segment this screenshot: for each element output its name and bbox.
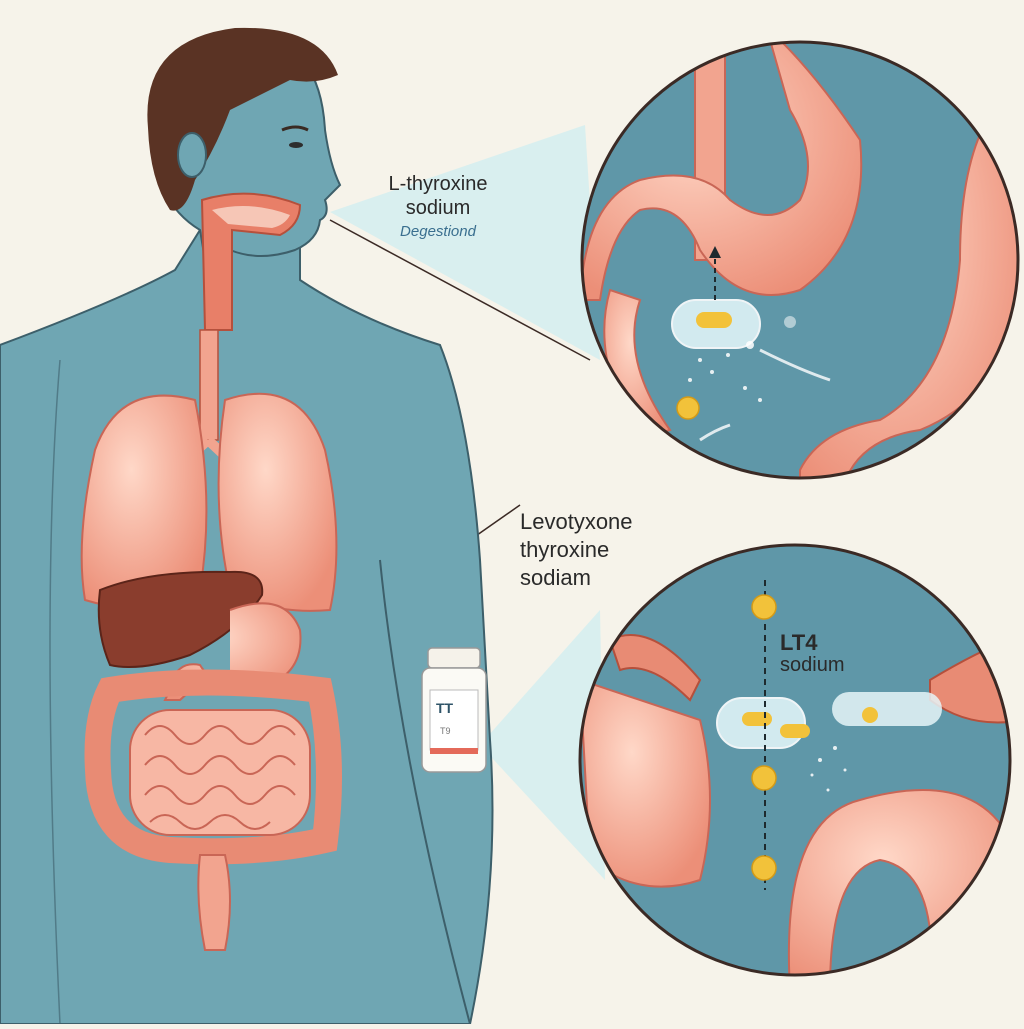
label-top: L-thyroxine sodium Degestiond [358,172,518,244]
beam-top [330,125,600,360]
pill-dot [676,396,700,420]
label-top-line2: sodium [405,197,471,219]
label-top-subtitle: Degestiond [400,223,476,240]
stomach-closeup [582,42,863,301]
tablet [696,312,732,328]
label-top-line1: L-thyroxine [388,173,488,195]
label-middle-line1: Levotyxone [520,509,633,534]
intestine-closeup [580,678,711,888]
eye [289,142,303,148]
pointer-line-top [329,219,591,361]
trachea [199,329,219,441]
bottle-small-label: T9 [440,726,451,736]
beam-bottom [480,610,605,880]
label-lower-line1: LT4 [780,630,818,655]
right-lung [217,392,338,612]
ear [177,132,207,178]
small-intestine [129,709,311,836]
large-intestine [84,669,342,865]
throat [200,192,302,331]
left-lung [80,394,208,609]
bottle-label: TT [436,700,454,716]
stomach-detail-lens [580,40,1020,480]
label-lower-line2: sodium [780,654,845,676]
label-middle-line2: thyroxine [520,537,610,562]
intestine-detail-lens [578,543,1012,977]
label-middle: Levotyxone thyroxine sodiam [520,508,680,592]
pill-bottle [421,647,487,773]
label-middle-line3: sodiam [520,565,591,590]
rectum [197,854,231,951]
label-lower: LT4 sodium [780,630,880,677]
